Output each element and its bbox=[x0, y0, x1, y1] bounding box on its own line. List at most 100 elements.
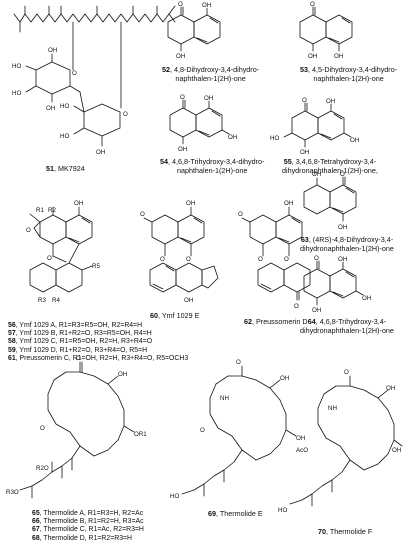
compound-number: 59 bbox=[8, 346, 16, 354]
compound-name: MK7924 bbox=[58, 164, 85, 173]
compound-number: 58 bbox=[8, 338, 16, 346]
r3o-label: R3O bbox=[6, 489, 19, 496]
oh-label: OH bbox=[48, 47, 57, 54]
o-label: O bbox=[26, 227, 31, 234]
o-label: O bbox=[284, 256, 289, 263]
compound-name: Ymf 1029 E bbox=[161, 311, 200, 320]
list-item: 65, Thermolide A, R1=R3=H, R2=Ac bbox=[32, 510, 144, 518]
oh-label: OH bbox=[178, 146, 187, 153]
caption-51: 51, MK7924 bbox=[46, 164, 85, 173]
o-label: O bbox=[160, 256, 165, 263]
compound-number: 63 bbox=[300, 235, 309, 244]
compound-name-line1: , 3,4,6,8-Tetrahydroxy-3,4- bbox=[291, 157, 377, 166]
oh-label: OH bbox=[312, 171, 321, 178]
o-label: O bbox=[258, 256, 263, 263]
list-item: 67, Thermolide C, R1=Ac, R2=R3=H bbox=[32, 526, 144, 534]
oh-label: OH bbox=[338, 224, 347, 231]
compound-number: 52 bbox=[162, 65, 170, 74]
structure-69: O NH OH OH O HO bbox=[170, 359, 305, 500]
structure-70: O NH OH OH AcO HO bbox=[278, 369, 403, 514]
oh-label: OH bbox=[186, 200, 195, 207]
r2-label: R2 bbox=[48, 207, 56, 214]
oh-label: OH bbox=[386, 385, 395, 392]
compound-number: 53 bbox=[300, 65, 308, 74]
caption-55: 55, 3,4,6,8-Tetrahydroxy-3,4- dihydronap… bbox=[282, 157, 378, 175]
compound-number: 56 bbox=[8, 322, 16, 329]
compound-name-line1: 4,5-Dihydroxy-3,4-dihydro- bbox=[312, 65, 398, 74]
ho-label: HO bbox=[270, 135, 279, 142]
compound-desc: , Ymf 1029 D, R1+R2=O, R3+R4=O, R5=H bbox=[15, 346, 148, 354]
compound-number: 57 bbox=[8, 330, 16, 338]
oh-label: OH bbox=[184, 297, 193, 304]
list-item: 57, Ymf 1029 B, R1+R2=O, R3=R5=OH, R4=H bbox=[8, 330, 188, 338]
ho-label: HO bbox=[12, 90, 21, 97]
compound-name-line2: naphthalen-1(2H)-one bbox=[175, 73, 246, 83]
compound-number: 65 bbox=[32, 510, 40, 517]
compound-name-line2: dihydronaphthalen-1(2H)-one bbox=[300, 243, 394, 253]
compound-name-line1: , 4,6,8-Trihydroxy-3,4-dihydro- bbox=[168, 157, 265, 166]
oh-label: OH bbox=[392, 447, 401, 454]
compound-number: 60 bbox=[150, 311, 158, 320]
o-label: O bbox=[123, 111, 128, 118]
caption-54: 54, 4,6,8-Trihydroxy-3,4-dihydro- naphth… bbox=[160, 157, 265, 175]
compound-number: 55 bbox=[283, 157, 292, 166]
ho-label: HO bbox=[12, 63, 21, 70]
o-label: O bbox=[180, 94, 185, 101]
oh-label: OH bbox=[284, 200, 293, 207]
oh-label: OH bbox=[308, 53, 317, 60]
compound-number: 67 bbox=[32, 526, 40, 534]
structure-60: O OH O O OH bbox=[140, 200, 219, 304]
thermolide-compound-list: 65, Thermolide A, R1=R3=H, R2=Ac 66, The… bbox=[32, 510, 144, 543]
o-label: O bbox=[340, 171, 345, 178]
r2o-label: R2O bbox=[36, 465, 49, 472]
nh-label: NH bbox=[220, 395, 229, 402]
or1-label: OR1 bbox=[134, 431, 147, 438]
o-label: O bbox=[310, 1, 315, 8]
caption-62: 62, Preussomerin D bbox=[244, 317, 308, 326]
oh-label: OH bbox=[202, 2, 211, 9]
compound-desc: , Thermolide A, R1=R3=H, R2=Ac bbox=[39, 510, 144, 517]
compound-number: 54 bbox=[160, 157, 168, 166]
structure-52: O OH OH bbox=[167, 1, 221, 60]
compound-number: 66 bbox=[32, 518, 40, 526]
compound-name: Preussomerin D bbox=[256, 317, 308, 326]
caption-70: 70, Thermolide F bbox=[318, 527, 373, 536]
oh-label: OH bbox=[362, 295, 371, 302]
nh-label: NH bbox=[328, 405, 337, 412]
oh-label: OH bbox=[46, 105, 55, 112]
list-item: 59, Ymf 1029 D, R1+R2=O, R3+R4=O, R5=H bbox=[8, 347, 188, 355]
r4-label: R4 bbox=[52, 297, 60, 304]
compound-name-line1: , (4RS)-4,8-Dihydroxy-3,4- bbox=[308, 235, 394, 244]
caption-52: 52, 4,8-Dihydroxy-3,4-dihydro- naphthale… bbox=[162, 65, 259, 83]
ho-label: HO bbox=[278, 507, 287, 514]
acetoxy-label: AcO bbox=[296, 447, 308, 454]
o-label: O bbox=[344, 369, 349, 376]
o-label: O bbox=[186, 256, 191, 263]
oh-label: OH bbox=[350, 137, 359, 144]
caption-69: 69, Thermolide E bbox=[208, 509, 263, 518]
compound-desc: , Thermolide B, R1=R2=H, R3=Ac bbox=[39, 518, 144, 526]
compound-number: 61 bbox=[8, 354, 16, 362]
structure-62: O OH O O O bbox=[238, 200, 311, 310]
structure-thermolide-generic: O OH OR1 O R2O R3O bbox=[6, 355, 147, 499]
structure-63: OH O OH bbox=[303, 171, 357, 231]
o-label: O bbox=[72, 70, 77, 77]
list-item: 68, Thermolide D, R1=R2=R3=H bbox=[32, 535, 144, 543]
compound-desc: , Ymf 1029 A, R1=R3=R5=OH, R2=R4=H bbox=[15, 322, 143, 329]
caption-63: 63, (4RS)-4,8-Dihydroxy-3,4- dihydronaph… bbox=[300, 235, 394, 253]
oh-label: OH bbox=[96, 149, 105, 156]
oh-label: OH bbox=[312, 307, 321, 314]
o-label: O bbox=[76, 355, 81, 362]
compound-desc: , Thermolide D, R1=R2=R3=H bbox=[39, 534, 133, 542]
list-item: 61, Preussomerin C, R1=OH, R2=H, R3+R4=O… bbox=[8, 355, 188, 363]
compound-desc: , Preussomerin C, R1=OH, R2=H, R3+R4=O, … bbox=[15, 354, 189, 362]
ymf-compound-list: 56, Ymf 1029 A, R1=R3=R5=OH, R2=R4=H 57,… bbox=[8, 322, 188, 363]
compound-name-line2: dihydronaphthalen-1(2H)-one, bbox=[282, 165, 378, 175]
compound-number: 62 bbox=[244, 317, 252, 326]
caption-60: 60, Ymf 1029 E bbox=[150, 311, 200, 320]
o-label: O bbox=[314, 255, 319, 262]
structure-54: O OH OH OH bbox=[169, 94, 237, 153]
oh-label: OH bbox=[176, 53, 185, 60]
o-label: O bbox=[294, 303, 299, 310]
